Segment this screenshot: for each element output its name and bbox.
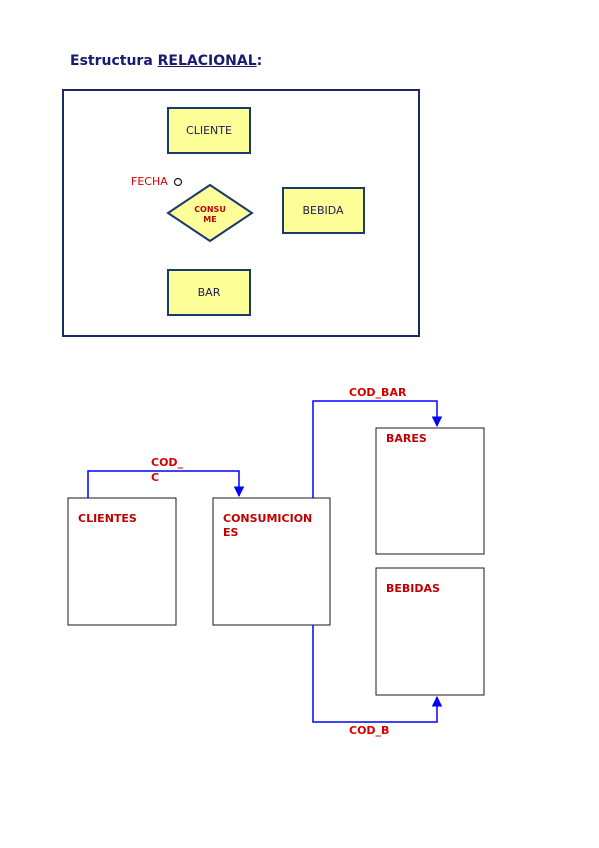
link-cod-bar-label: COD_BAR — [349, 386, 407, 399]
table-clientes-label: CLIENTES — [78, 512, 137, 525]
link-cod-b: COD_B — [312, 625, 443, 737]
link-cod-bar-arrow — [312, 400, 443, 498]
link-cod-c-label-line1: COD_ — [151, 456, 184, 469]
relationship-label-line1: CONSU — [194, 205, 226, 214]
relationship-label-line2: ME — [203, 215, 216, 224]
entity-bebida-label: BEBIDA — [302, 204, 344, 217]
attribute-circle-icon — [173, 177, 183, 187]
table-bares-label: BARES — [386, 432, 427, 445]
link-cod-c: COD_ C — [87, 456, 245, 498]
entity-bar: BAR — [167, 269, 251, 316]
link-cod-c-label-line2: C — [151, 471, 159, 484]
table-bares: BARES — [375, 427, 485, 555]
link-cod-b-label: COD_B — [349, 724, 389, 737]
table-consumiciones-label-line1: CONSUMICION — [223, 512, 312, 525]
title-underlined: RELACIONAL — [157, 53, 257, 69]
link-cod-bar: COD_BAR — [312, 386, 443, 498]
attribute-fecha-label: FECHA — [131, 175, 168, 188]
entity-cliente-label: CLIENTE — [186, 124, 232, 137]
table-bebidas: BEBIDAS — [375, 567, 485, 696]
title-suffix: : — [256, 53, 263, 69]
link-cod-c-arrow — [87, 470, 245, 498]
table-clientes: CLIENTES — [67, 497, 177, 626]
entity-bar-label: BAR — [198, 286, 221, 299]
relationship-consume: CONSU ME — [166, 183, 254, 243]
title-prefix: Estructura — [70, 53, 158, 69]
page-title: Estructura RELACIONAL: — [70, 53, 262, 69]
entity-bebida: BEBIDA — [282, 187, 365, 234]
link-cod-b-arrow — [312, 625, 443, 723]
entity-cliente: CLIENTE — [167, 107, 251, 154]
attribute-fecha: FECHA — [131, 175, 183, 188]
table-consumiciones-label-line2: ES — [223, 526, 239, 539]
table-consumiciones: CONSUMICION ES — [212, 497, 331, 626]
table-bebidas-label: BEBIDAS — [386, 582, 440, 595]
